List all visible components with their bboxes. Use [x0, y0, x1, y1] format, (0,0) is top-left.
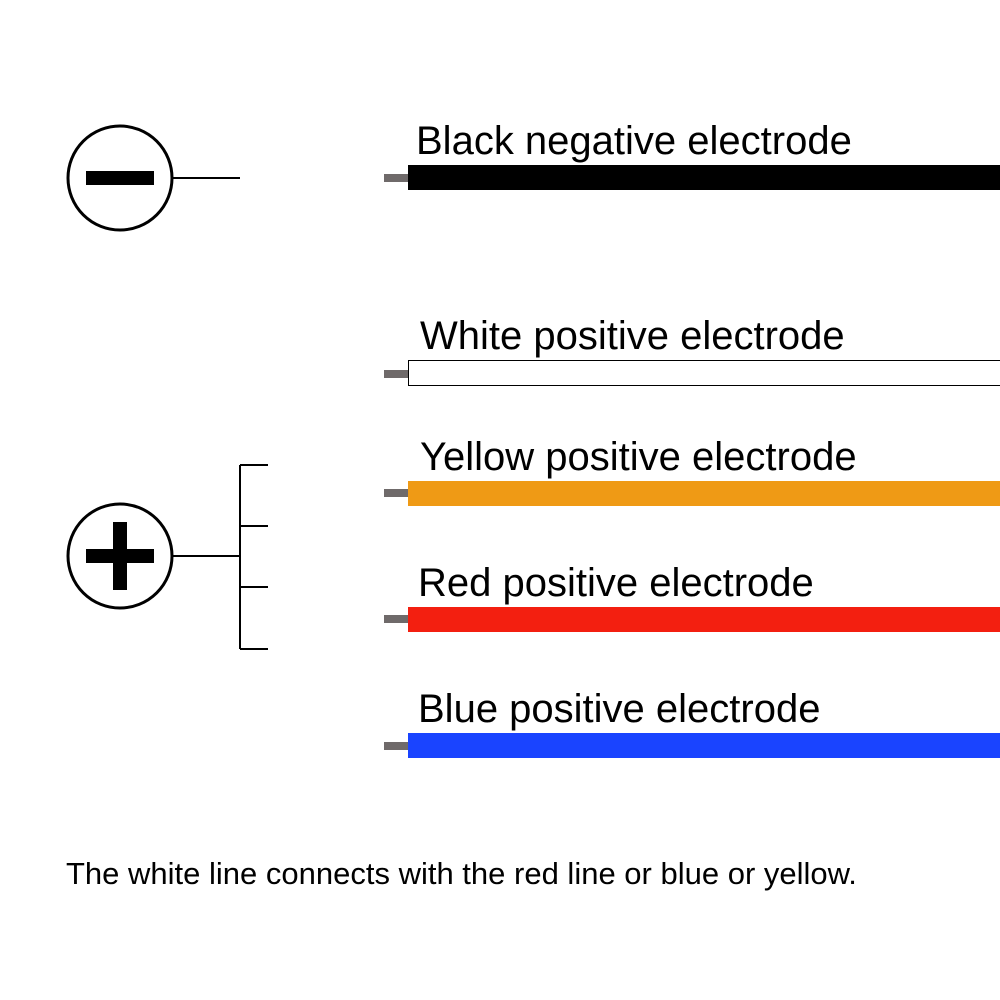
wire-body [408, 607, 1000, 632]
connection-note: The white line connects with the red lin… [66, 856, 857, 891]
label-blue-positive-electrode: Blue positive electrode [418, 687, 821, 731]
wire-yellow [384, 481, 1000, 506]
wire-tip [384, 174, 408, 182]
plus-icon [86, 522, 154, 590]
wire-blue [384, 733, 1000, 758]
wire-tip [384, 489, 408, 497]
wire-tip [384, 615, 408, 623]
wire-body [408, 733, 1000, 758]
minus-icon [86, 171, 154, 185]
wire-black [384, 165, 1000, 190]
label-white-positive-electrode: White positive electrode [420, 314, 845, 358]
wire-tip [384, 370, 408, 378]
wire-body [408, 165, 1000, 190]
wire-tip [384, 742, 408, 750]
wire-red [384, 607, 1000, 632]
positive-terminal [66, 502, 240, 610]
wire-white [384, 360, 1000, 386]
wire-body [408, 481, 1000, 506]
negative-terminal [66, 124, 240, 232]
positive-bus-bracket [239, 464, 268, 650]
label-red-positive-electrode: Red positive electrode [418, 561, 814, 605]
label-black-negative-electrode: Black negative electrode [416, 119, 852, 163]
wire-body [408, 360, 1000, 386]
label-yellow-positive-electrode: Yellow positive electrode [420, 435, 857, 479]
